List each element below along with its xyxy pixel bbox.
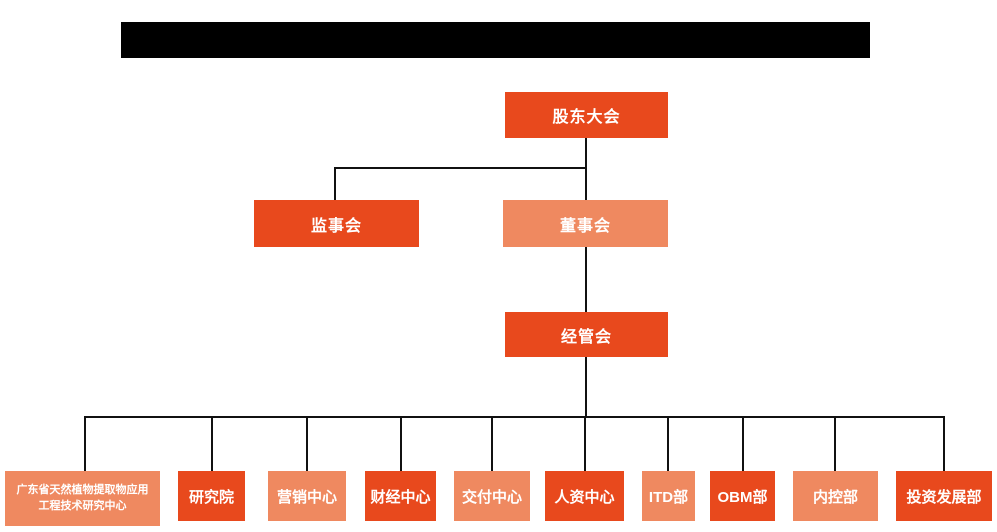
- node-dept-research-center: 广东省天然植物提取物应用工程技术研究中心: [5, 471, 160, 526]
- connector-lines-group: [84, 138, 945, 472]
- node-dept-investment-development: 投资发展部: [896, 471, 992, 521]
- node-board-of-directors: 董事会: [503, 200, 668, 247]
- node-dept-delivery-center: 交付中心: [454, 471, 530, 521]
- node-dept-hr-center: 人资中心: [545, 471, 624, 521]
- node-supervisory-board: 监事会: [254, 200, 419, 247]
- node-dept-research-institute: 研究院: [178, 471, 245, 521]
- node-dept-marketing-center: 营销中心: [268, 471, 346, 521]
- node-management-committee: 经管会: [505, 312, 668, 357]
- redacted-title-bar: [121, 22, 870, 58]
- node-dept-internal-control: 内控部: [793, 471, 878, 521]
- node-dept-finance-center: 财经中心: [365, 471, 436, 521]
- node-dept-obm: OBM部: [710, 471, 775, 521]
- node-shareholders-meeting: 股东大会: [505, 92, 668, 138]
- node-dept-itd: ITD部: [642, 471, 695, 521]
